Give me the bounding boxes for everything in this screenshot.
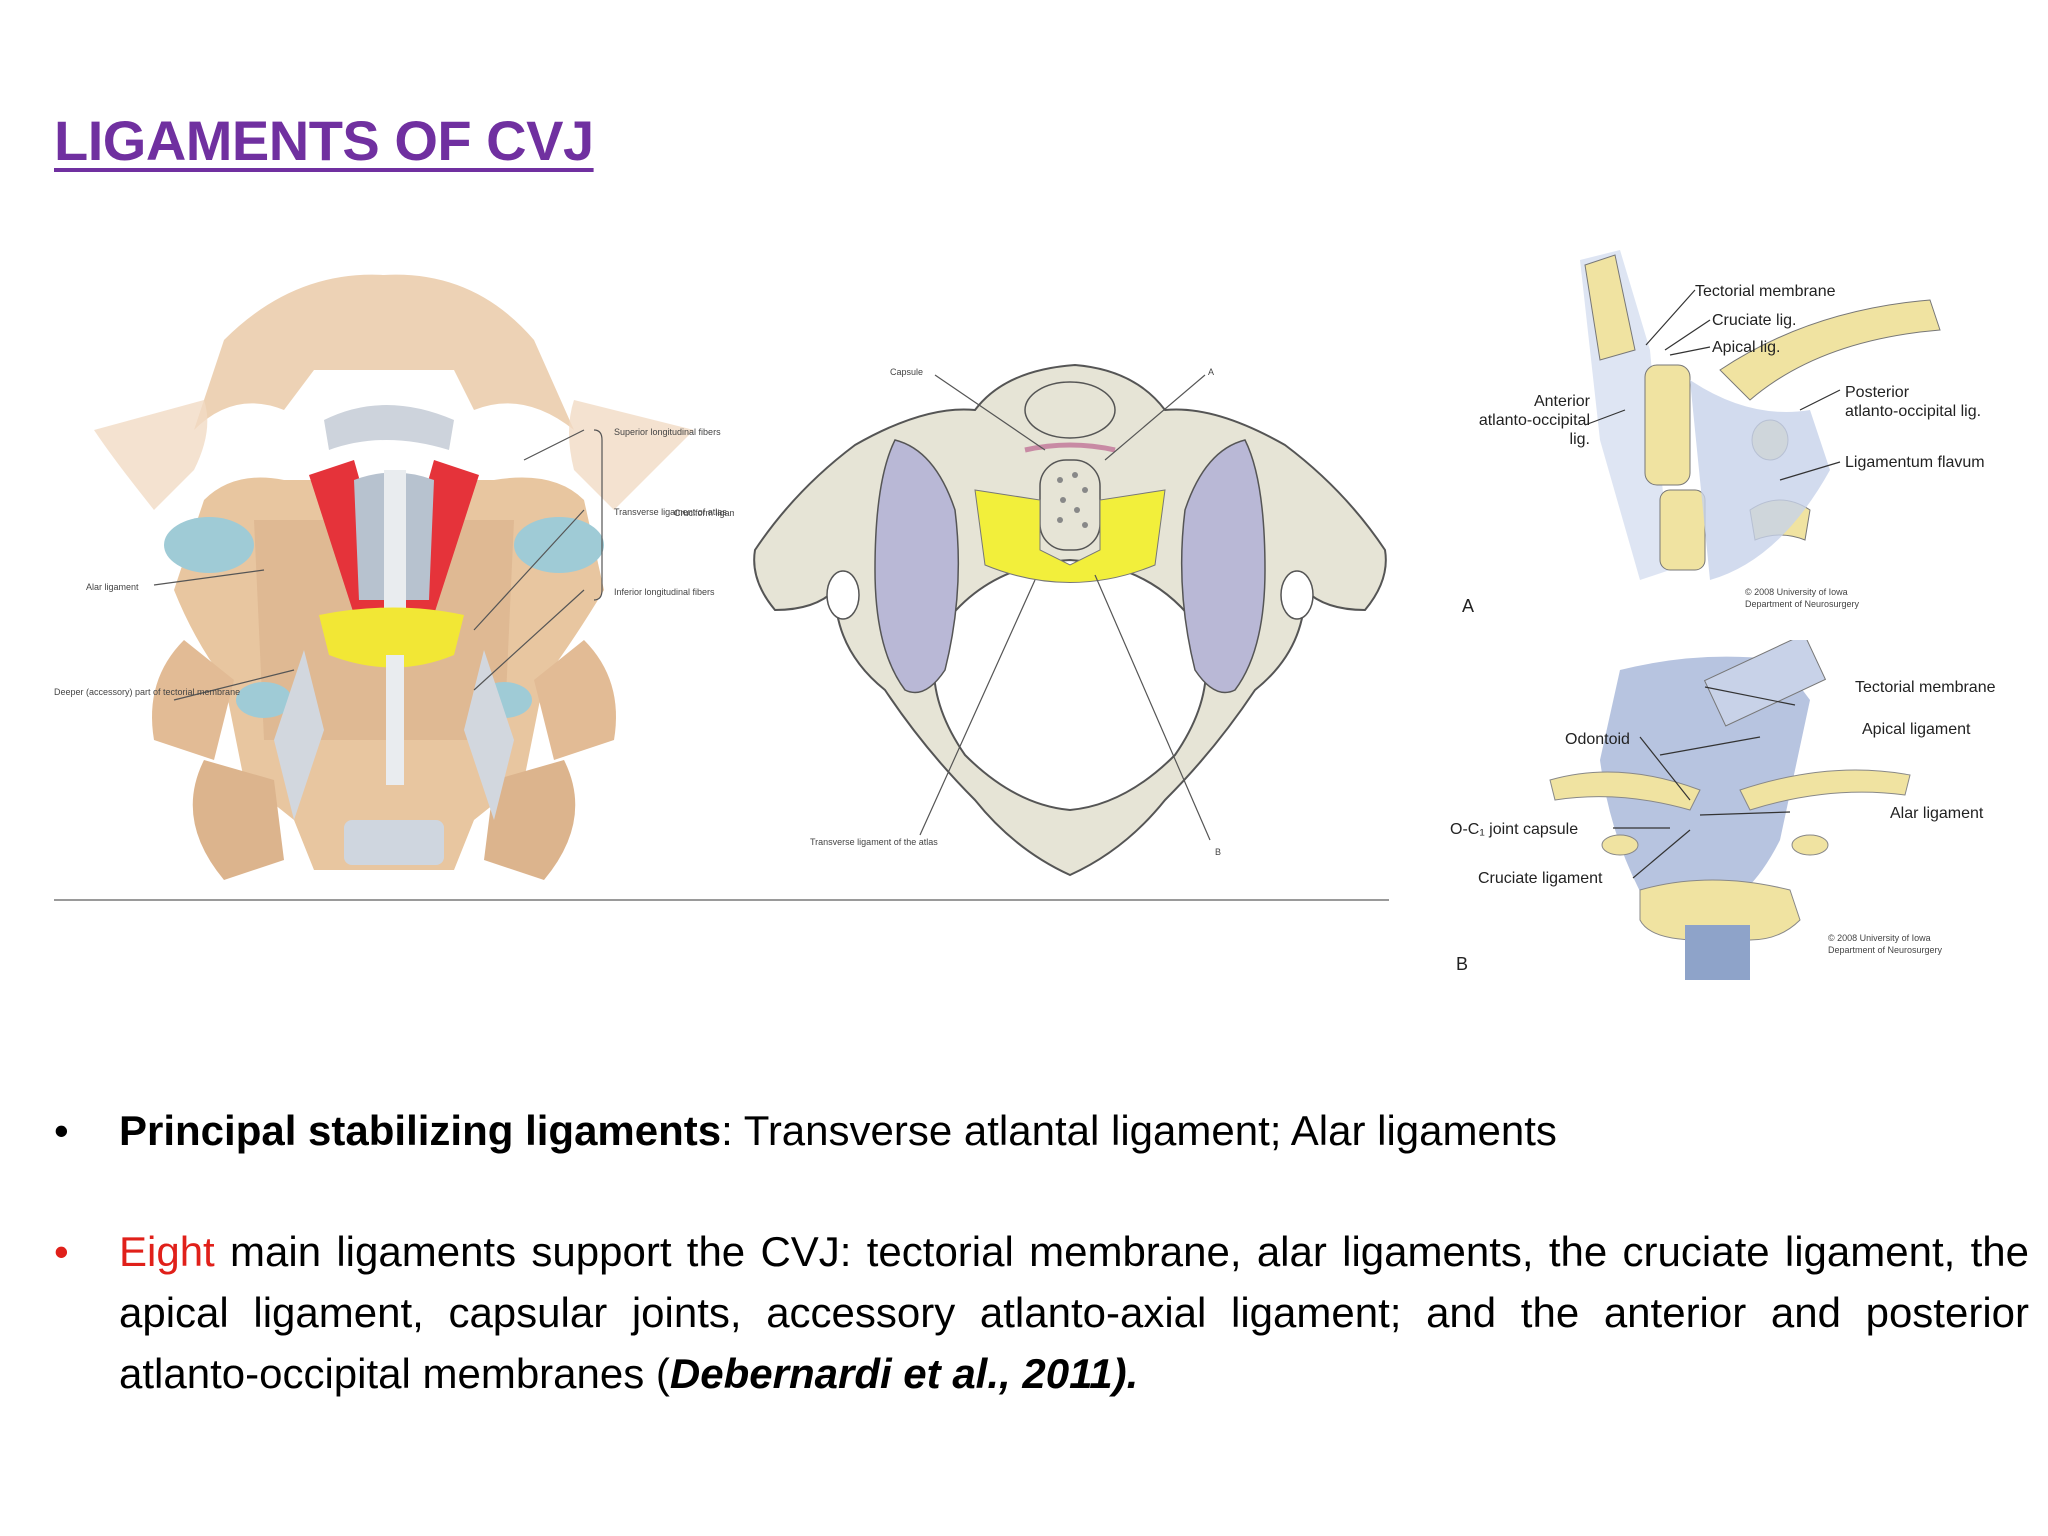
panel-label-a: A xyxy=(1462,596,1474,616)
label-inferior-fibers: Inferior longitudinal fibers xyxy=(614,587,715,597)
bullet-list: • Principal stabilizing ligaments: Transv… xyxy=(54,1100,2029,1404)
label-cruciate-lig-a: Cruciate lig. xyxy=(1712,312,1796,329)
bullet-principal-ligaments: • Principal stabilizing ligaments: Transv… xyxy=(54,1100,2029,1161)
label-anterior-c: lig. xyxy=(1570,431,1590,448)
cruciform-ligament-illustration: Alar ligament Deeper (accessory) part of… xyxy=(54,274,734,880)
label-apical-lig-a: Apical lig. xyxy=(1712,339,1780,356)
bullet-marker-red: • xyxy=(54,1228,69,1275)
label-transverse-atlas: Transverse ligament of the atlas xyxy=(810,837,938,847)
label-cruciform-ligament: Cruciform ligament xyxy=(674,508,734,518)
label-tectorial-membrane-b: Tectorial membrane xyxy=(1855,679,1996,696)
sagittal-ligaments-figure-a: Tectorial membrane Cruciate lig. Apical … xyxy=(1462,250,1985,616)
label-anterior-b: atlanto-occipital xyxy=(1479,412,1590,429)
label-capsule: Capsule xyxy=(890,367,923,377)
copyright-a-line1: © 2008 University of Iowa xyxy=(1745,587,1848,597)
bullet-eight-ligaments: • Eight main ligaments support the CVJ: t… xyxy=(54,1221,2029,1404)
copyright-b-line1: © 2008 University of Iowa xyxy=(1828,933,1931,943)
bullet-text: : Transverse atlantal ligament; Alar lig… xyxy=(721,1107,1557,1154)
label-transverse-ligament: Transverse ligament of atlas xyxy=(614,507,727,517)
posterior-ligaments-figure-b: Tectorial membrane Apical ligament Odont… xyxy=(1450,640,1996,980)
label-posterior-a: Posterior xyxy=(1845,384,1910,401)
bullet-marker: • xyxy=(54,1107,69,1154)
label-alar-ligament-b: Alar ligament xyxy=(1890,805,1984,822)
label-posterior-b: atlanto-occipital lig. xyxy=(1845,403,1981,420)
highlight-eight: Eight xyxy=(119,1228,215,1275)
figure-divider xyxy=(54,899,1389,901)
label-anterior-a: Anterior xyxy=(1534,393,1591,410)
label-deeper-tectorial: Deeper (accessory) part of tectorial mem… xyxy=(54,687,240,697)
panel-label-b: B xyxy=(1456,954,1468,974)
label-cruciate-ligament-b: Cruciate ligament xyxy=(1478,870,1603,887)
label-tectorial-membrane-a: Tectorial membrane xyxy=(1695,283,1836,300)
label-a: A xyxy=(1208,367,1214,377)
label-b: B xyxy=(1215,847,1221,857)
label-alar-ligament: Alar ligament xyxy=(86,582,139,592)
bullet-text: main ligaments support the CVJ: tectoria… xyxy=(119,1228,2029,1397)
label-apical-ligament-b: Apical ligament xyxy=(1862,721,1971,738)
label-ligamentum-flavum: Ligamentum flavum xyxy=(1845,454,1985,471)
citation: Debernardi et al., 2011). xyxy=(669,1350,1139,1397)
copyright-b-line2: Department of Neurosurgery xyxy=(1828,945,1943,955)
label-odontoid: Odontoid xyxy=(1565,731,1630,748)
atlas-superior-view-illustration: Capsule A B Transverse ligament of the a… xyxy=(753,363,1387,877)
slide-title: LIGAMENTS OF CVJ xyxy=(54,109,594,172)
bullet-bold-term: Principal stabilizing ligaments xyxy=(119,1107,722,1154)
copyright-a-line2: Department of Neurosurgery xyxy=(1745,599,1860,609)
label-oc1-capsule: O-C₁ joint capsule xyxy=(1450,821,1578,838)
label-superior-fibers: Superior longitudinal fibers xyxy=(614,427,721,437)
